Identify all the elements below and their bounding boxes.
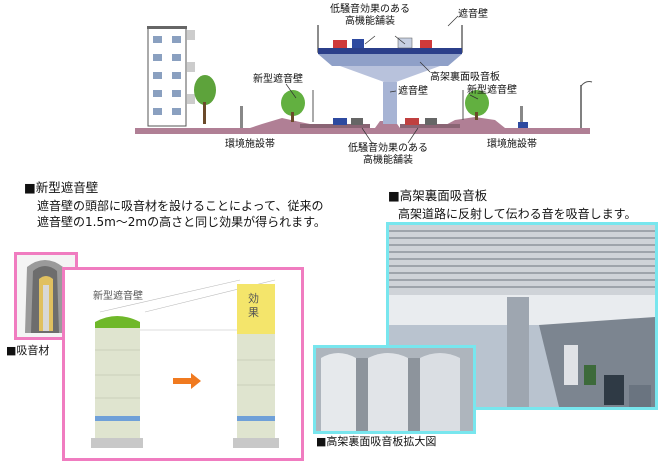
absorber-photo-svg	[25, 260, 65, 333]
building	[147, 26, 195, 127]
label-low-noise-bottom: 低騒音効果のある 高機能舗装	[348, 143, 428, 166]
closeup-photo	[313, 345, 476, 434]
label-new-wall-right: 新型遮音壁	[467, 85, 517, 96]
new-wall-description: 遮音壁の頭部に吸音材を設けることによって、従来の遮音壁の1.5m〜2mの高さと同…	[37, 199, 326, 229]
label-new-wall-left: 新型遮音壁	[253, 74, 303, 85]
tree-mid-right	[465, 90, 489, 120]
figure-wall-label: 新型遮音壁	[93, 291, 143, 302]
absorber-label: ■吸音材	[6, 344, 50, 357]
road-right-lane	[400, 124, 460, 128]
ground-wall-left	[240, 106, 243, 128]
elevated-underside-photo	[386, 222, 658, 410]
ground	[135, 117, 590, 134]
label-soundwall-top: 遮音壁	[458, 9, 488, 20]
label-env-zone-right: 環境施設帯	[487, 139, 537, 150]
figure-effect-label: 効果	[248, 292, 259, 319]
ground-wall-right	[520, 106, 523, 128]
new-wall-title: ■新型遮音壁	[24, 180, 99, 195]
elevated-underside-svg	[389, 225, 655, 407]
tree-left	[194, 75, 216, 124]
closeup-label: ■高架裏面吸音板拡大図	[316, 435, 437, 448]
label-soundwall-mid: 遮音壁	[398, 86, 428, 97]
new-wall-figure: 新型遮音壁 効果	[62, 267, 304, 461]
new-wall-figure-svg	[91, 279, 279, 448]
elevated-description: 高架道路に反射して伝わる音を吸音します。	[398, 207, 637, 221]
label-low-noise-top: 低騒音効果のある 高機能舗装	[330, 4, 410, 27]
label-elevated-absorber: 高架裏面吸音板	[430, 72, 500, 83]
elevated-title: ■高架裏面吸音板	[388, 188, 488, 203]
label-env-zone-left: 環境施設帯	[225, 139, 275, 150]
cross-section-svg	[135, 15, 593, 144]
tree-mid-left	[281, 90, 305, 122]
elevated-deck	[317, 25, 463, 124]
road-left-lane	[300, 124, 370, 128]
closeup-svg	[316, 348, 473, 431]
